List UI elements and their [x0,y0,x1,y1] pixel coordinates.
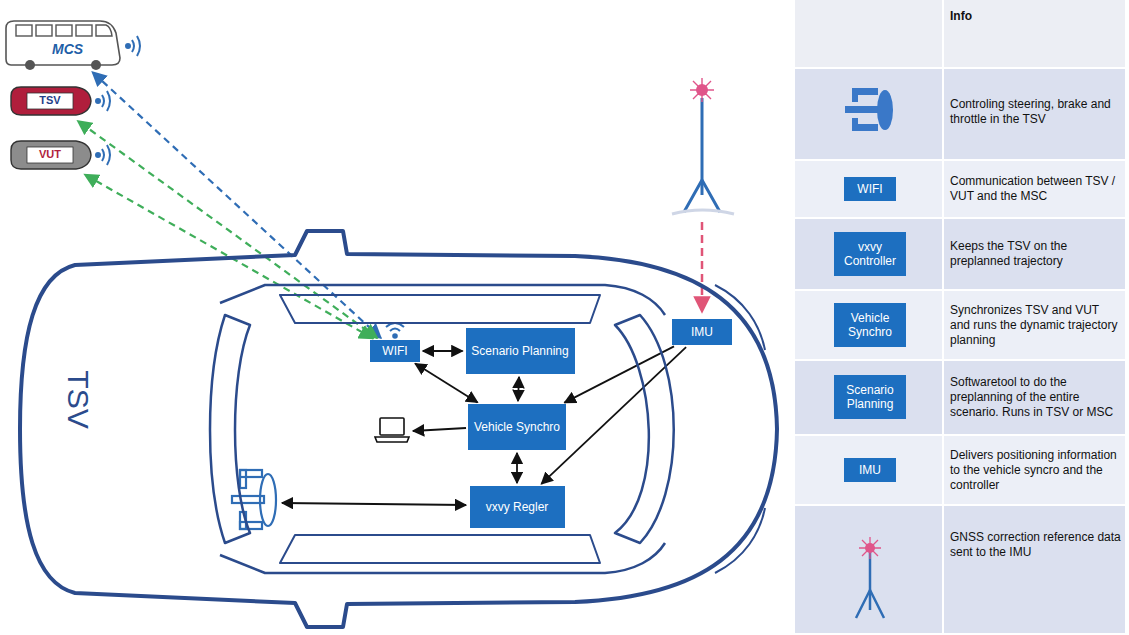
box-label: Scenario Planning [839,383,901,412]
car-icon: TSV [8,83,93,119]
legend-box: IMU [844,458,896,482]
legend-box: Vehicle Synchro [834,303,906,347]
vehicle-outline: TSV WIFI Scenario PlanningVehicle Synchro v… [15,225,780,633]
box-label: vxvy Regler [486,500,549,514]
wireless-link [92,72,381,338]
box-label: Vehicle Synchro [839,311,901,340]
info-table [795,0,1125,633]
table-cell: Synchronizes TSV and VUT and runs the dy… [950,303,1122,348]
laptop-link [413,428,466,431]
box-label: vxvy Controller [839,240,901,269]
actuator-icon [845,88,893,131]
data-arrow [516,453,518,483]
table-cell: GNSS correction reference data sent to t… [950,530,1122,560]
box-label: IMU [691,325,713,339]
node-label: MCS [52,42,112,57]
box-label: Vehicle Synchro [474,420,560,434]
process-box: Vehicle Synchro [468,404,566,450]
table-cell: Controling steering, brake and throttle … [950,97,1122,127]
process-box: Scenario Planning [466,328,575,374]
car-icon: VUT [8,137,93,173]
node-label: VUT [27,148,73,160]
table-cell: Delivers positioning information to the … [950,448,1122,493]
laptop-icon [375,418,409,442]
van-icon: MCS [2,18,122,70]
legend-box: vxvy Controller [834,232,906,276]
node-label: TSV [27,94,73,106]
process-box: WIFI [370,340,420,362]
table-cell: Communication between TSV / VUT and the … [950,174,1122,204]
data-arrow [423,350,463,352]
process-box: IMU [672,319,732,345]
node-label: TSV [62,365,95,435]
box-label: Scenario Planning [471,344,568,358]
actuator-link [282,503,466,505]
antenna-icon [856,537,884,618]
legend-box: WIFI [844,177,896,201]
process-box: vxvy Regler [470,486,565,528]
data-arrow [518,377,519,401]
box-label: WIFI [382,344,407,358]
table-header: Info [950,9,1120,24]
wifi-symbols [96,36,404,338]
legend-box: Scenario Planning [834,375,906,419]
table-cell: Softwaretool to do the preplanning of th… [950,375,1122,420]
box-label: IMU [859,463,881,477]
table-cell: Keeps the TSV on the preplanned trajecto… [950,239,1122,269]
box-label: WIFI [857,182,882,196]
vehicle-outline-outline [15,225,780,633]
